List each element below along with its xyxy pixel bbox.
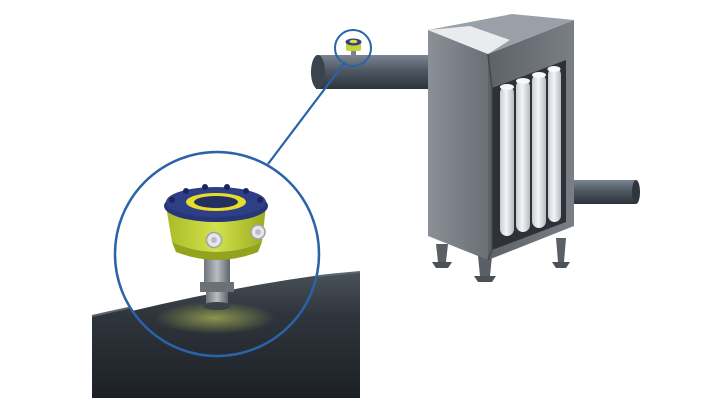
outlet-pipe [566, 180, 640, 204]
baghouse-filter-housing [428, 14, 574, 282]
filter-bags [500, 66, 561, 236]
inlet-duct [311, 55, 446, 89]
magnifier-callout [267, 29, 372, 165]
housing-legs [432, 238, 570, 282]
particle-sensor-large [164, 184, 268, 260]
particle-sensor-small [345, 38, 362, 58]
magnified-view [113, 150, 321, 358]
callout-ring [113, 150, 321, 358]
